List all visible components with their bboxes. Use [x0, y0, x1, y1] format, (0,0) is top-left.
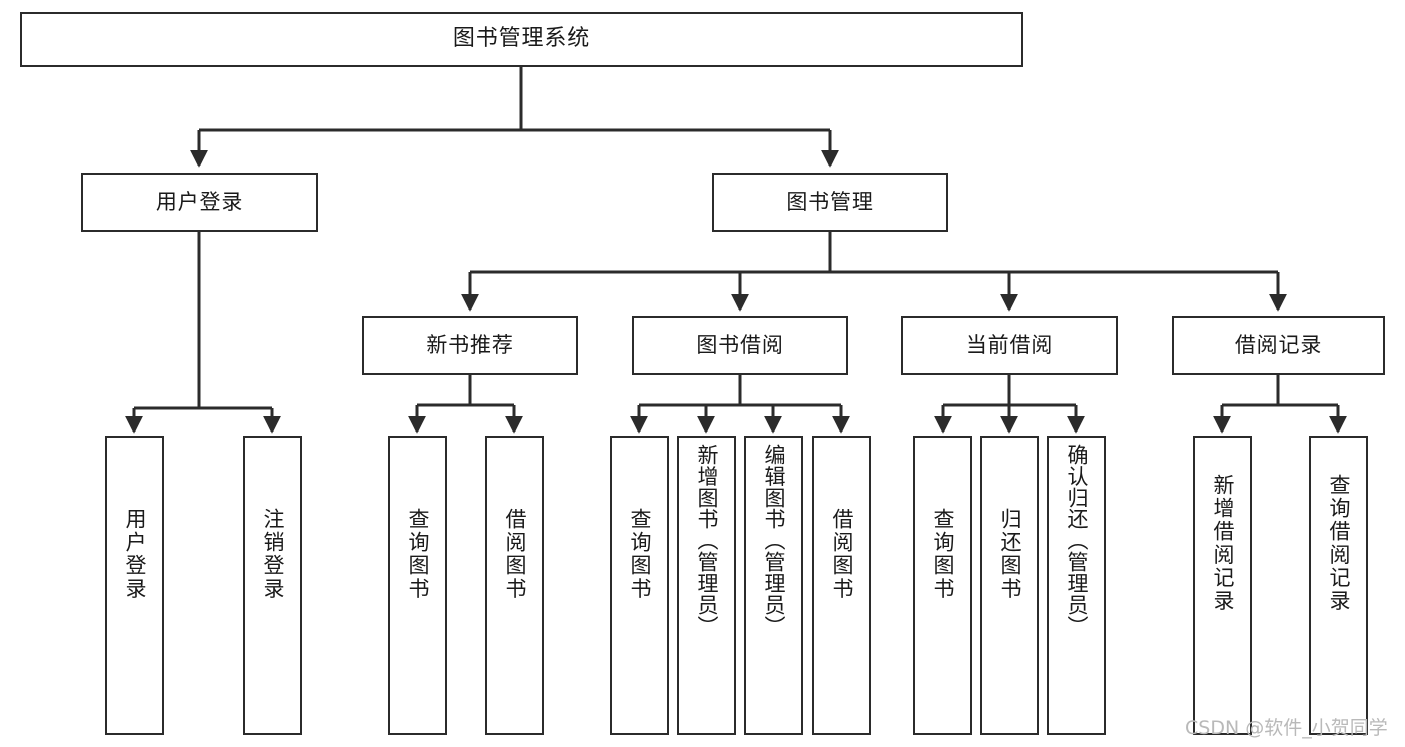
leaf-borrow-borrow-books[interactable]: 借阅图书 [812, 436, 871, 735]
leaf-current-confirm-return-admin[interactable]: 确认归还（管理员） [1047, 436, 1106, 735]
node-label: 图书借阅 [696, 332, 784, 357]
watermark-text: CSDN @软件_小贺同学 [1185, 717, 1388, 739]
node-label: 新书推荐 [426, 332, 514, 357]
node-label: 新增借阅记录 [1211, 474, 1236, 613]
node-label: 注销登录 [261, 508, 286, 601]
leaf-record-add-borrow-record[interactable]: 新增借阅记录 [1193, 436, 1252, 735]
leaf-new-book-borrow-books[interactable]: 借阅图书 [485, 436, 544, 735]
node-label: 查询图书 [628, 508, 653, 601]
node-label: 图书管理 [786, 189, 874, 214]
leaf-new-book-query-books[interactable]: 查询图书 [388, 436, 447, 735]
node-label: 查询图书 [406, 508, 431, 601]
node-root-book-management-system[interactable]: 图书管理系统 [20, 12, 1023, 67]
node-label: 借阅图书 [503, 508, 528, 601]
node-label: 新增图书（管理员） [695, 444, 720, 637]
node-label: 图书管理系统 [452, 26, 591, 52]
leaf-current-query-books[interactable]: 查询图书 [913, 436, 972, 735]
node-label: 确认归还（管理员） [1065, 444, 1090, 637]
node-label: 用户登录 [155, 189, 244, 214]
leaf-borrow-query-books[interactable]: 查询图书 [610, 436, 669, 735]
node-user-login[interactable]: 用户登录 [81, 173, 318, 232]
leaf-borrow-add-book-admin[interactable]: 新增图书（管理员） [677, 436, 736, 735]
node-label: 借阅图书 [830, 508, 855, 601]
node-current-borrowing[interactable]: 当前借阅 [901, 316, 1118, 375]
leaf-user-login-signin[interactable]: 用户登录 [105, 436, 164, 735]
node-label: 查询借阅记录 [1327, 474, 1352, 613]
node-book-management[interactable]: 图书管理 [712, 173, 948, 232]
leaf-user-login-signout[interactable]: 注销登录 [243, 436, 302, 735]
node-label: 归还图书 [998, 508, 1023, 601]
leaf-borrow-edit-book-admin[interactable]: 编辑图书（管理员） [744, 436, 803, 735]
node-new-book-recommendation[interactable]: 新书推荐 [362, 316, 578, 375]
leaf-current-return-books[interactable]: 归还图书 [980, 436, 1039, 735]
node-borrowing-record[interactable]: 借阅记录 [1172, 316, 1385, 375]
node-book-borrowing[interactable]: 图书借阅 [632, 316, 848, 375]
leaf-record-query-borrow-record[interactable]: 查询借阅记录 [1309, 436, 1368, 735]
node-label: 当前借阅 [965, 332, 1054, 357]
node-label: 编辑图书（管理员） [762, 444, 787, 637]
node-label: 用户登录 [123, 508, 148, 601]
node-label: 查询图书 [931, 508, 956, 601]
node-label: 借阅记录 [1234, 332, 1323, 357]
